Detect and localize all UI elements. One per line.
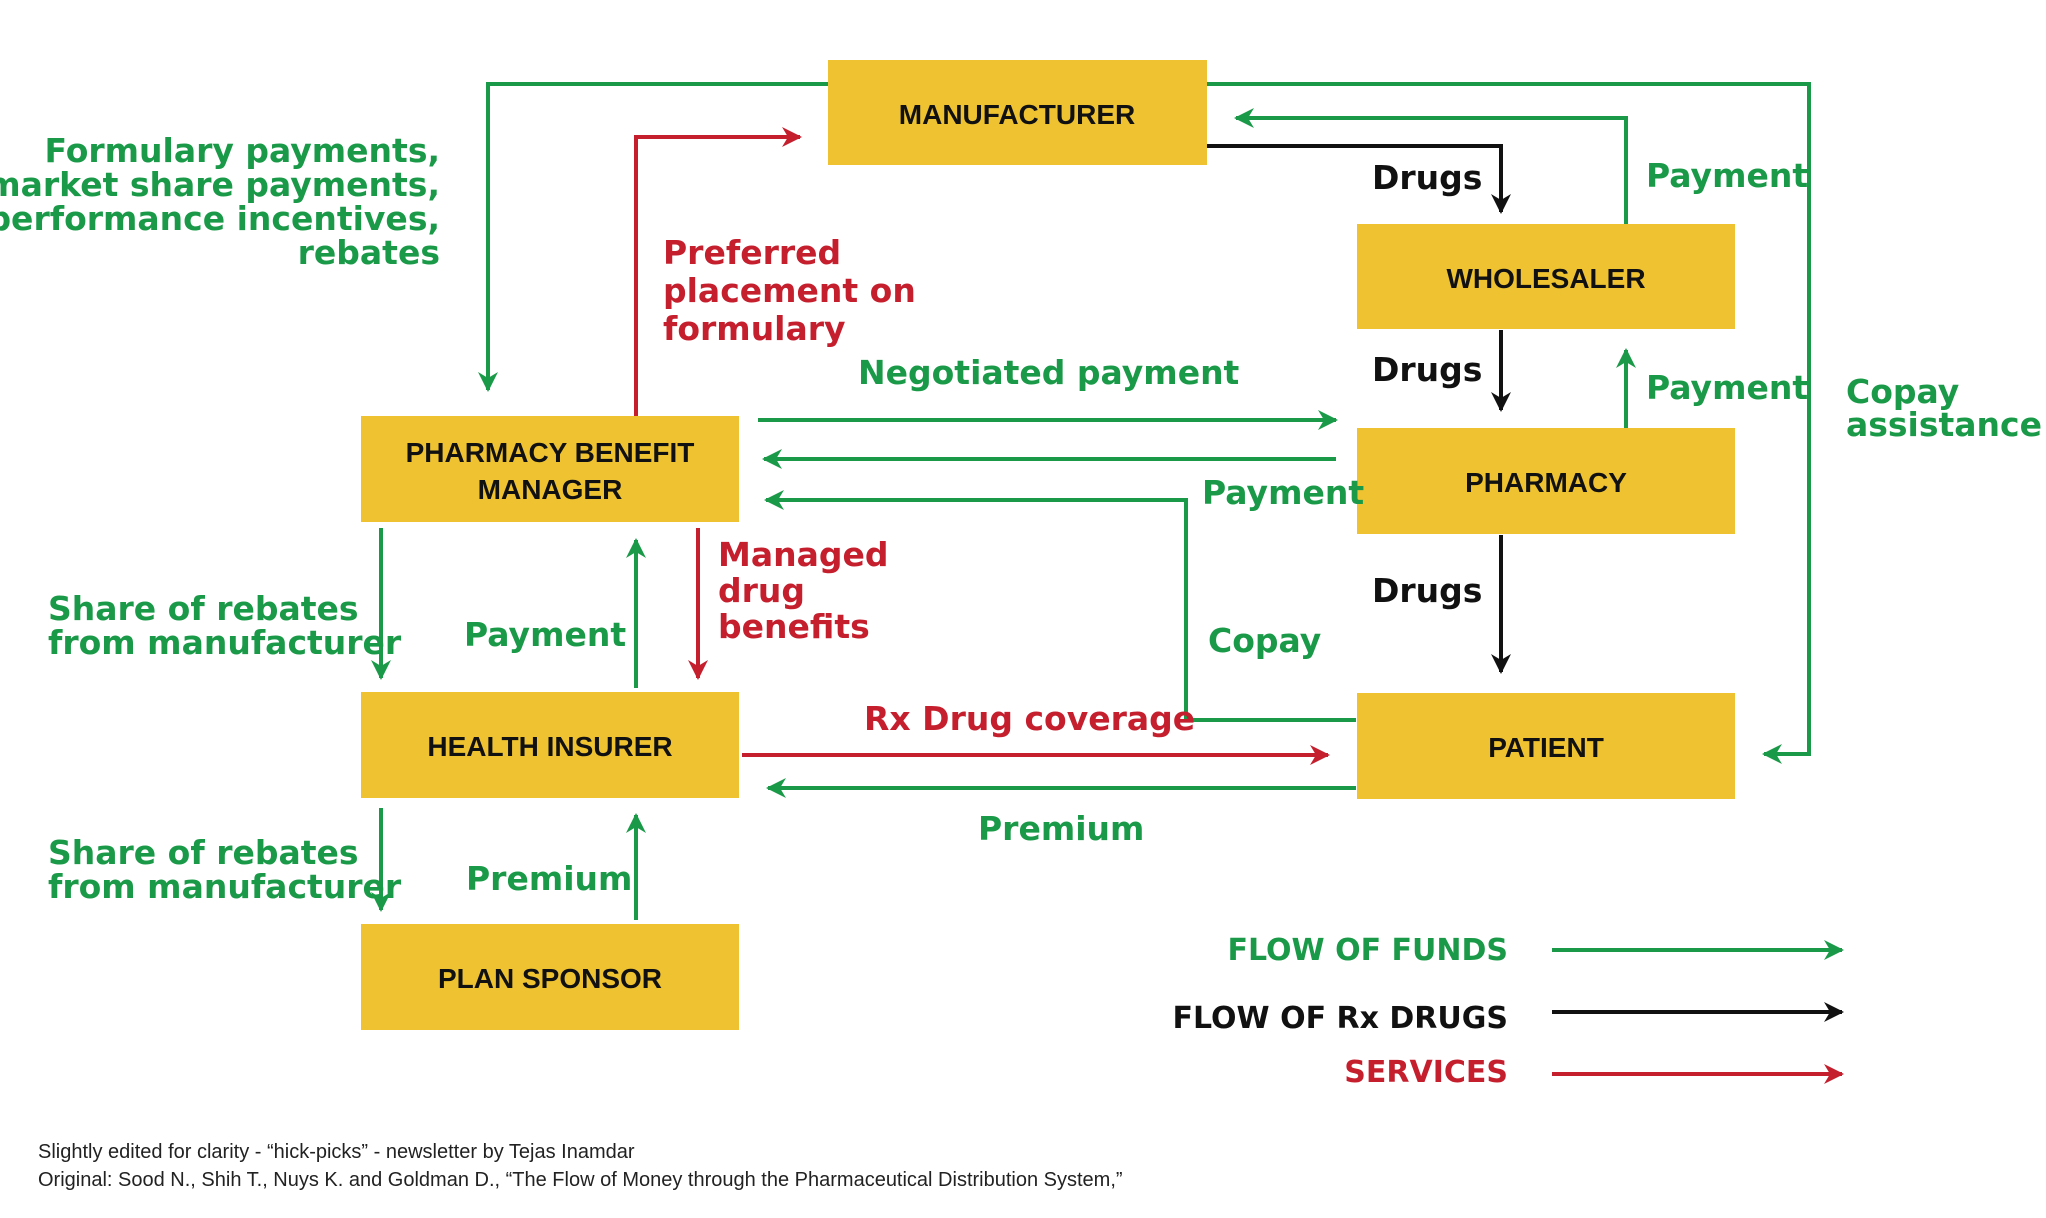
node-pharmacy: PHARMACY <box>1357 428 1735 534</box>
pbm-label-line2: MANAGER <box>478 474 623 505</box>
formulary-line-3: performance incentives, <box>0 199 440 238</box>
label-managed-drug-benefits: Managed drug benefits <box>718 535 889 646</box>
formulary-line-2: market share payments, <box>0 165 440 204</box>
share-rebates-1-line-1: Share of rebates <box>48 589 359 628</box>
label-premium-sponsor-insurer: Premium <box>466 859 632 898</box>
arrow-wholesaler-to-manufacturer-payment <box>1234 108 1628 224</box>
managed-line-3: benefits <box>718 607 870 646</box>
label-payment-pharmacy-wholesaler: Payment <box>1646 368 1808 407</box>
managed-line-1: Managed <box>718 535 889 574</box>
node-pbm: PHARMACY BENEFIT MANAGER <box>361 416 739 522</box>
legend-funds-label: FLOW OF FUNDS <box>1228 933 1509 968</box>
label-payment-wholesaler-mfr: Payment <box>1646 156 1808 195</box>
formulary-line-4: rebates <box>298 233 440 272</box>
preferred-line-2: placement on <box>663 271 916 310</box>
label-formulary-payments: Formulary payments, market share payment… <box>0 131 440 272</box>
copay-assistance-line-2: assistance <box>1846 405 2042 444</box>
label-share-rebates-2: Share of rebates from manufacturer <box>48 833 402 906</box>
arrow-manufacturer-to-patient-copay-assistance <box>1206 82 1811 764</box>
node-manufacturer: MANUFACTURER <box>828 60 1207 165</box>
node-wholesaler: WHOLESALER <box>1357 224 1735 329</box>
preferred-line-3: formulary <box>663 309 846 348</box>
label-copay: Copay <box>1208 621 1321 660</box>
label-preferred-placement: Preferred placement on formulary <box>663 233 916 348</box>
label-payment-insurer-pbm: Payment <box>464 615 626 654</box>
share-rebates-1-line-2: from manufacturer <box>48 623 402 662</box>
formulary-line-1: Formulary payments, <box>45 131 440 170</box>
node-plan-sponsor: PLAN SPONSOR <box>361 924 739 1030</box>
label-rx-drug-coverage: Rx Drug coverage <box>864 699 1195 738</box>
legend-drugs-label: FLOW OF Rx DRUGS <box>1172 1001 1508 1036</box>
share-rebates-2-line-1: Share of rebates <box>48 833 359 872</box>
arrow-patient-to-pbm-copay <box>764 490 1356 722</box>
wholesaler-label: WHOLESALER <box>1446 263 1645 294</box>
arrow-pbm-to-manufacturer-services <box>634 127 802 418</box>
label-premium-patient-insurer: Premium <box>978 809 1144 848</box>
label-drugs-pharmacy-patient: Drugs <box>1372 571 1482 610</box>
label-share-rebates-1: Share of rebates from manufacturer <box>48 589 402 662</box>
plan-sponsor-label: PLAN SPONSOR <box>438 963 662 994</box>
credit-line-2: Original: Sood N., Shih T., Nuys K. and … <box>38 1169 1123 1191</box>
label-drugs-mfr-wholesaler: Drugs <box>1372 158 1482 197</box>
arrow-manufacturer-to-wholesaler-drugs <box>1206 144 1511 214</box>
share-rebates-2-line-2: from manufacturer <box>48 867 402 906</box>
legend: FLOW OF FUNDS FLOW OF Rx DRUGS SERVICES <box>1172 933 1844 1090</box>
health-insurer-label: HEALTH INSURER <box>427 731 672 762</box>
patient-label: PATIENT <box>1488 732 1604 763</box>
copay-assistance-line-1: Copay <box>1846 372 1959 411</box>
label-payment-pharmacy-pbm: Payment <box>1202 473 1364 512</box>
legend-services-label: SERVICES <box>1344 1055 1508 1090</box>
credit-line-1: Slightly edited for clarity - “hick-pick… <box>38 1141 635 1163</box>
managed-line-2: drug <box>718 571 805 610</box>
arrow-manufacturer-to-pbm-funds <box>478 82 830 392</box>
node-patient: PATIENT <box>1357 693 1735 799</box>
label-negotiated-payment: Negotiated payment <box>858 353 1240 392</box>
label-drugs-wholesaler-pharmacy: Drugs <box>1372 350 1482 389</box>
preferred-line-1: Preferred <box>663 233 841 272</box>
node-health-insurer: HEALTH INSURER <box>361 692 739 798</box>
pharmacy-label: PHARMACY <box>1465 467 1627 498</box>
manufacturer-label: MANUFACTURER <box>899 99 1135 130</box>
label-copay-assistance: Copay assistance <box>1846 372 2042 444</box>
pbm-label-line1: PHARMACY BENEFIT <box>406 437 695 468</box>
